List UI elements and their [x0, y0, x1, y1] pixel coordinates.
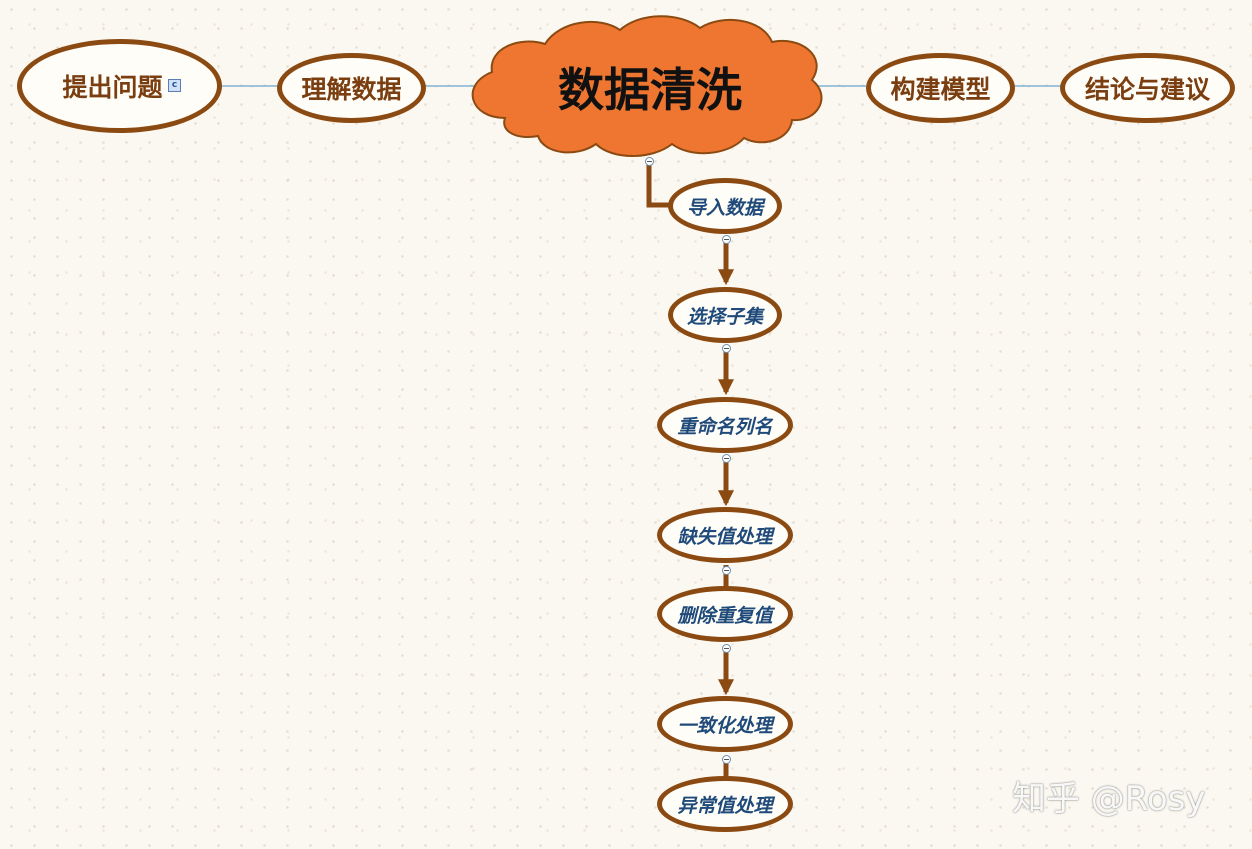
collapse-toggle-step3[interactable]	[722, 454, 731, 463]
step-rename-columns-label: 重命名列名	[677, 415, 773, 438]
step-remove-duplicates[interactable]: 删除重复值	[657, 586, 793, 642]
step-remove-duplicates-label: 删除重复值	[677, 604, 773, 627]
central-topic-cloud[interactable]	[471, 15, 823, 157]
note-badge-icon[interactable]: c	[168, 79, 181, 92]
collapse-toggle-step6[interactable]	[722, 755, 731, 764]
collapse-toggle-step2[interactable]	[722, 344, 731, 353]
topic-build-model-label: 构建模型	[890, 75, 991, 104]
step-missing-values-label: 缺失值处理	[677, 525, 773, 548]
step-import-data[interactable]: 导入数据	[668, 178, 782, 234]
topic-build-model[interactable]: 构建模型	[866, 53, 1015, 123]
step-select-subset-label: 选择子集	[686, 305, 763, 328]
connector-clean-step1	[646, 158, 672, 208]
step-outliers[interactable]: 异常值处理	[657, 776, 793, 832]
collapse-toggle-step1[interactable]	[722, 235, 731, 244]
topic-conclusion[interactable]: 结论与建议	[1060, 53, 1235, 123]
step-select-subset[interactable]: 选择子集	[668, 287, 782, 343]
topic-ask-question-label: 提出问题	[62, 73, 163, 102]
topic-ask-question[interactable]: 提出问题	[17, 39, 222, 133]
collapse-toggle-step4[interactable]	[722, 566, 731, 575]
step-import-data-label: 导入数据	[686, 196, 763, 219]
collapse-toggle-central[interactable]	[645, 157, 654, 166]
step-consistency-label: 一致化处理	[677, 714, 773, 737]
step-missing-values[interactable]: 缺失值处理	[657, 507, 793, 563]
topic-understand-data[interactable]: 理解数据	[277, 53, 426, 123]
central-topic-label: 数据清洗	[558, 63, 742, 117]
watermark: 知乎 @Rosy	[1012, 778, 1206, 819]
topic-understand-data-label: 理解数据	[301, 75, 402, 104]
collapse-toggle-step5[interactable]	[722, 644, 731, 653]
step-rename-columns[interactable]: 重命名列名	[657, 397, 793, 453]
topic-conclusion-label: 结论与建议	[1084, 75, 1210, 104]
step-outliers-label: 异常值处理	[677, 794, 773, 817]
step-consistency[interactable]: 一致化处理	[657, 696, 793, 752]
